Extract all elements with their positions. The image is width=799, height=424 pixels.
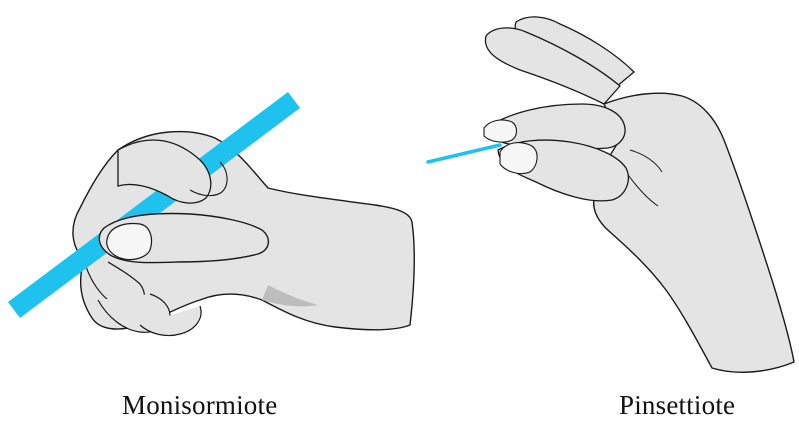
thin-stick-object (428, 145, 500, 162)
index-fingertip (484, 120, 517, 142)
multi-finger-grip-illustration (0, 0, 420, 424)
thumbnail (107, 224, 152, 260)
pinch-grip-panel: Pinsettiote (420, 0, 799, 424)
pinch-grip-caption: Pinsettiote (619, 390, 735, 421)
pinch-grip-illustration (420, 0, 799, 424)
pinch-thumbnail (500, 143, 537, 174)
multi-finger-grip-panel: Monisormiote (0, 0, 420, 424)
multi-finger-grip-caption: Monisormiote (122, 390, 277, 421)
pinch-hand-icon (484, 17, 794, 372)
